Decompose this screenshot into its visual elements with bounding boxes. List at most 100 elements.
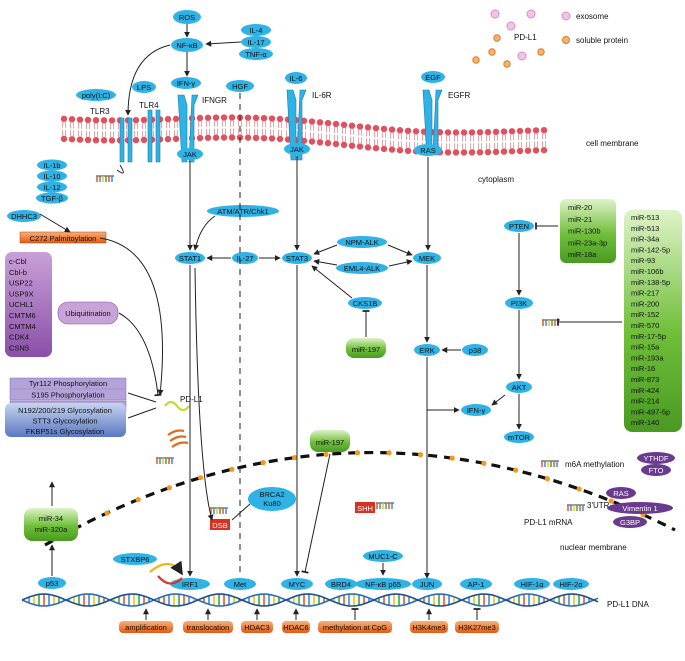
atm-pill bbox=[207, 205, 279, 217]
lipid-tail bbox=[77, 130, 83, 137]
rna-glyph-pi3k bbox=[542, 319, 560, 326]
lipid-head bbox=[84, 136, 92, 144]
lipid-tail bbox=[325, 126, 331, 133]
lipid-tail bbox=[541, 141, 547, 148]
lipid-head bbox=[492, 128, 500, 136]
fto-pill bbox=[641, 464, 671, 476]
link-glyco-pdl1 bbox=[127, 407, 157, 419]
lipid-tail bbox=[397, 141, 403, 148]
arrow-cytokines-nfkb bbox=[205, 40, 242, 47]
soluble-protein-dot bbox=[472, 56, 480, 64]
mir-pdl1-item-11: miR-17-5p bbox=[631, 332, 666, 341]
ifng-label-2: IFN-γ bbox=[467, 406, 486, 415]
ubiquitin-enzyme-1: Cbl-b bbox=[9, 268, 27, 277]
lipid-head bbox=[276, 115, 284, 123]
arrow-stxbp6-irf1 bbox=[149, 560, 183, 576]
lipid-tail bbox=[333, 134, 339, 142]
ubiquitin-enzyme-8: CSN5 bbox=[9, 343, 29, 352]
lipid-tail bbox=[221, 128, 227, 135]
g3bp-pill bbox=[613, 516, 647, 528]
lipid-head bbox=[532, 147, 540, 154]
nfkb-label: NF-κB bbox=[176, 41, 197, 50]
erk-pill bbox=[414, 344, 440, 356]
stxbp6-pill bbox=[113, 553, 157, 565]
lipid-head bbox=[324, 119, 332, 127]
lipid-head bbox=[444, 149, 452, 156]
nuclear-pore-dot bbox=[135, 496, 141, 503]
ubiquitin-enzyme-0: c-Cbl bbox=[9, 257, 27, 266]
tf-label-2: MYC bbox=[289, 580, 306, 589]
lipid-head bbox=[348, 122, 356, 129]
mtor-label: mTOR bbox=[508, 433, 531, 442]
cytokine-list: IL-1b IL-10 IL-12 TGF-β bbox=[36, 159, 68, 204]
lipid-head bbox=[452, 129, 460, 136]
legend-soluble-protein: soluble protein bbox=[576, 36, 628, 45]
tlr4-label: TLR4 bbox=[139, 101, 159, 110]
lipid-head bbox=[244, 134, 252, 141]
phosphorylation-bar-0 bbox=[9, 377, 127, 389]
pdl1-protein-icon bbox=[164, 400, 190, 448]
mir197-label-a: miR-197 bbox=[352, 345, 380, 354]
exosome-dot bbox=[517, 51, 527, 61]
brca2-pill bbox=[248, 487, 296, 511]
egfr-label: EGFR bbox=[448, 91, 470, 100]
cytokine-label-1: IL-10 bbox=[43, 172, 60, 181]
ubiquitin-enzyme-7: CDK4 bbox=[9, 333, 29, 342]
lipid-tail bbox=[301, 123, 307, 130]
tf-pill-3 bbox=[325, 578, 357, 590]
lipid-head bbox=[132, 136, 140, 144]
lipid-tail bbox=[525, 141, 531, 148]
il4-pill bbox=[241, 24, 271, 36]
mtor-pill bbox=[504, 431, 534, 443]
lipid-head bbox=[108, 117, 116, 124]
tlr3-label: TLR3 bbox=[90, 107, 110, 116]
lipid-tail bbox=[445, 135, 451, 142]
ubiquitin-enzyme-6: CMTM4 bbox=[9, 322, 36, 331]
palmitoylation-bar bbox=[19, 231, 107, 244]
nuclear-pore-dot bbox=[608, 498, 614, 504]
pathway-arrows bbox=[39, 24, 622, 579]
lipid-tail bbox=[485, 142, 491, 150]
lipid-tail bbox=[373, 131, 379, 138]
lipid-head bbox=[396, 147, 404, 154]
lps-label: LPS bbox=[137, 83, 151, 92]
lipid-tail bbox=[509, 134, 515, 141]
lipid-head bbox=[132, 116, 140, 124]
link-brca-dsb bbox=[231, 503, 251, 521]
tf-label-8: HIF-2α bbox=[559, 580, 583, 589]
lipid-tail bbox=[173, 129, 179, 136]
tnfa-label: TNF-α bbox=[245, 50, 267, 59]
mir-pdl1-item-2: miR-34a bbox=[631, 235, 660, 244]
lipid-head bbox=[468, 129, 476, 136]
lipid-head bbox=[276, 135, 284, 143]
lipid-head bbox=[268, 135, 276, 142]
lipid-head bbox=[388, 146, 396, 153]
epi-label-4: methylation at CpG bbox=[323, 623, 387, 632]
brca2-label: BRCA2 bbox=[259, 490, 284, 499]
mir-pdl1-item-3: miR-142-5p bbox=[631, 245, 670, 254]
polyic-pill bbox=[76, 89, 116, 101]
pten-pill bbox=[504, 220, 534, 232]
lipid-head bbox=[252, 134, 260, 142]
cytokine-pill-1 bbox=[37, 170, 67, 182]
mir-pdl1-list: miR-513miR-513miR-34amiR-142-5pmiR-93miR… bbox=[631, 213, 670, 427]
akt-pill bbox=[506, 381, 532, 393]
lipid-head bbox=[460, 129, 468, 136]
arrow-npm-mek bbox=[387, 244, 413, 256]
lipid-tail bbox=[405, 141, 411, 148]
rna-glyph-tlr bbox=[96, 175, 114, 182]
lipid-head bbox=[316, 119, 324, 126]
free-pdl1-label: PD-L1 bbox=[514, 33, 537, 42]
lipid-tail bbox=[373, 139, 379, 146]
lipid-head bbox=[220, 114, 228, 121]
lipid-head bbox=[108, 137, 116, 144]
lipid-head bbox=[140, 136, 148, 144]
lipid-head bbox=[164, 115, 172, 123]
mir-pdl1-box bbox=[624, 210, 682, 432]
mir34-label: miR-34 bbox=[39, 514, 63, 523]
soluble-protein-dot bbox=[537, 48, 545, 56]
mir320a-label: miR-320a bbox=[35, 525, 68, 534]
lipid-tail bbox=[389, 140, 395, 147]
phosphorylation-bar-1 bbox=[9, 389, 127, 401]
ifng-label: IFN-γ bbox=[177, 79, 196, 88]
